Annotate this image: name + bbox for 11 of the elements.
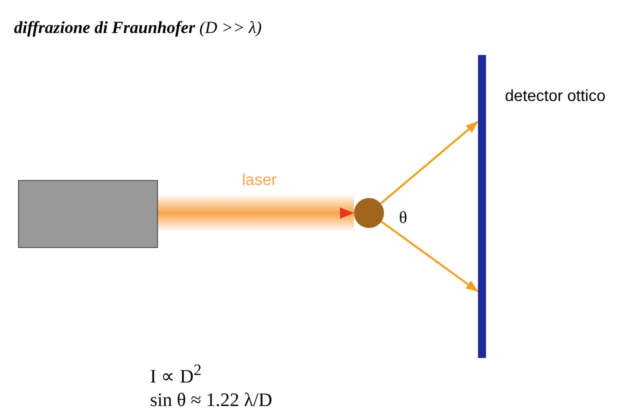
- particle-circle: [354, 198, 384, 228]
- formula: I ∝ D$^{2}$: [150, 362, 202, 388]
- formula: sin θ ≈ 1.22 λ/D: [150, 390, 272, 412]
- device-box: [18, 180, 158, 248]
- arrow: [380, 120, 479, 204]
- laser-beam: [158, 194, 354, 233]
- detector-label: detector ottico: [505, 88, 606, 106]
- detector-bar: [478, 55, 486, 358]
- title: diffrazione di Fraunhofer (D >> λ): [14, 18, 262, 38]
- arrow: [380, 220, 479, 292]
- angle-label: θ: [399, 208, 408, 228]
